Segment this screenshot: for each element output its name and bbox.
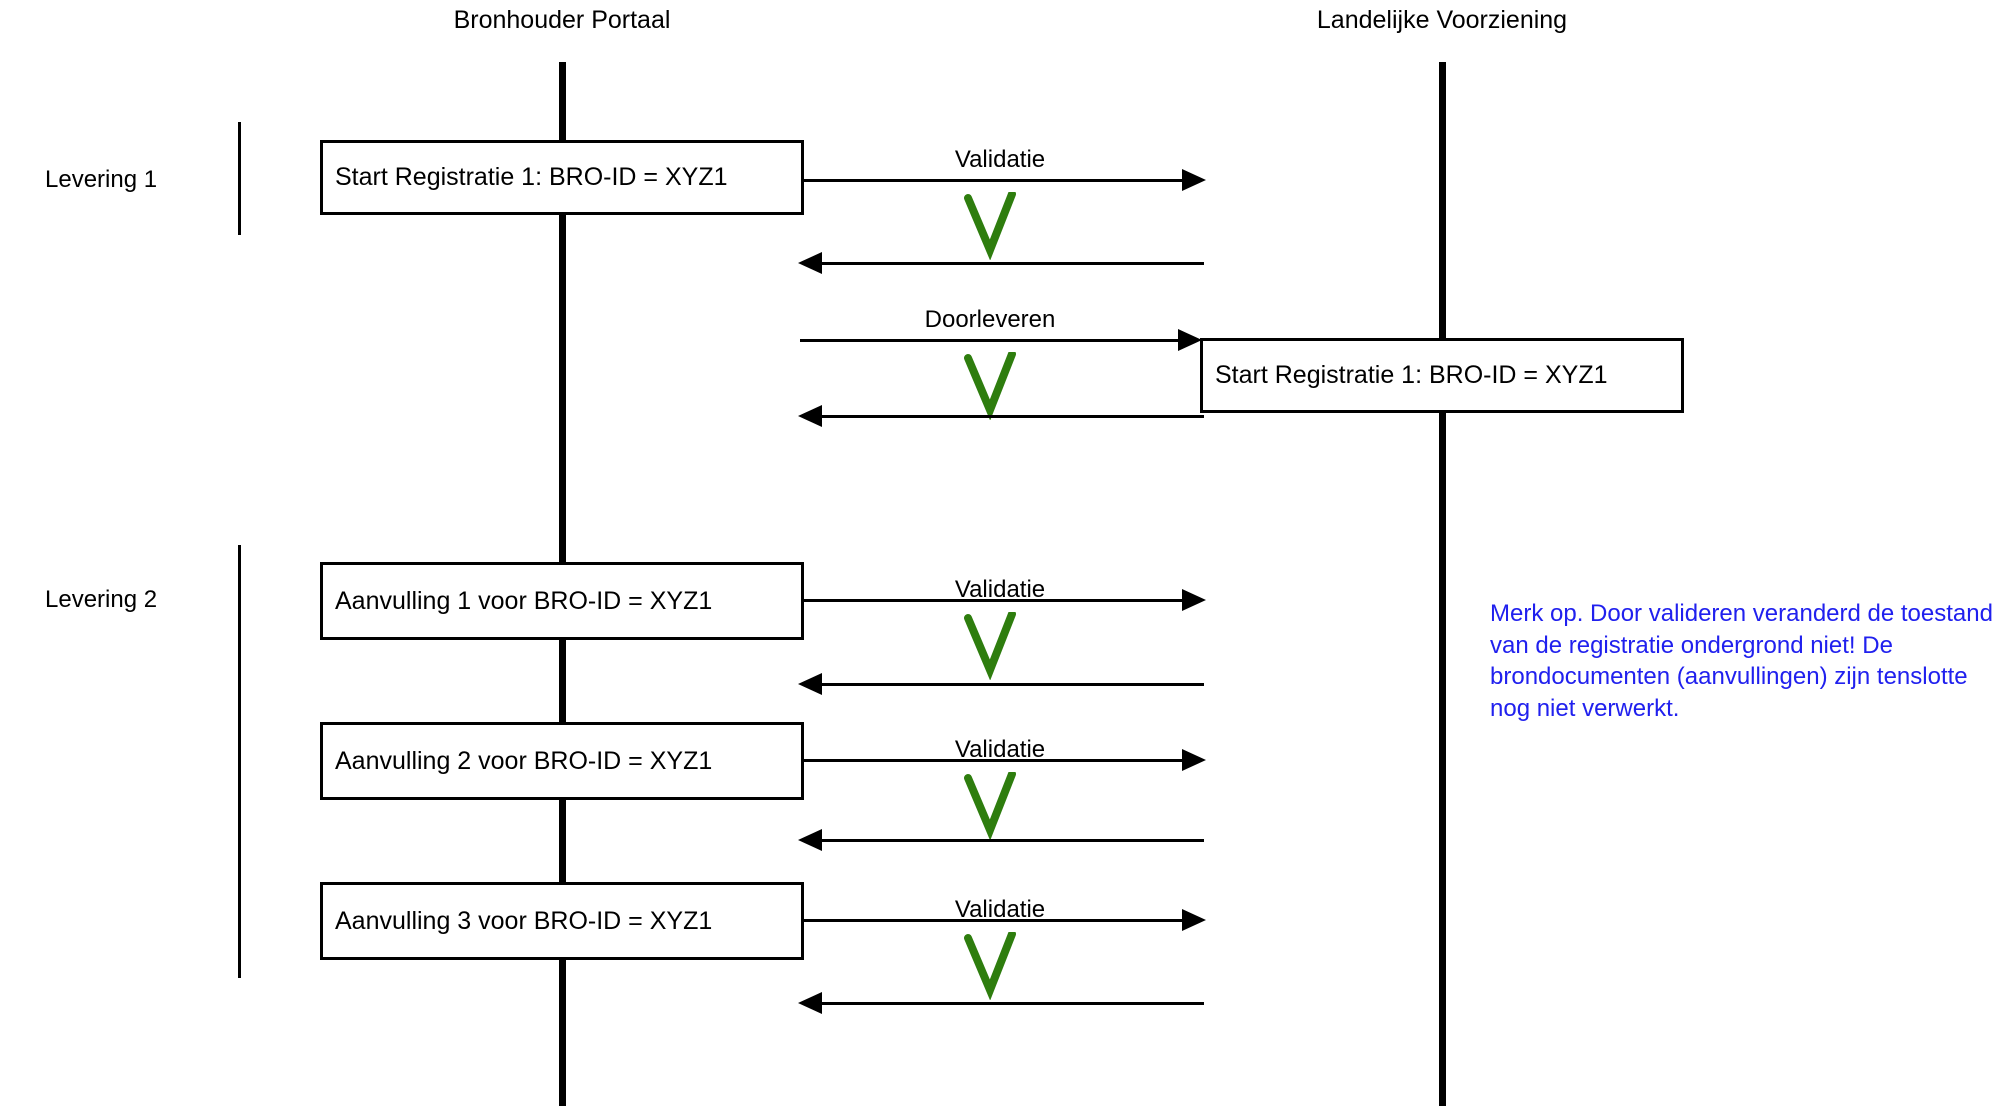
checkmark-validatie-3-icon <box>964 772 1016 840</box>
group-bracket-levering-1 <box>238 122 241 235</box>
box-aanvulling-2[interactable]: Aanvulling 2 voor BRO-ID = XYZ1 <box>320 722 804 800</box>
annotation-note: Merk op. Door valideren veranderd de toe… <box>1490 600 1993 723</box>
arrow-label-validatie-2: Validatie <box>954 576 1046 603</box>
arrow-line-validatie-1 <box>804 179 1182 182</box>
group-label-levering-1: Levering 1 <box>45 166 158 193</box>
box-start-registratie-voorziening[interactable]: Start Registratie 1: BRO-ID = XYZ1 <box>1200 338 1684 413</box>
arrow-label-validatie-3: Validatie <box>954 736 1046 763</box>
box-aanvulling-3-label: Aanvulling 3 voor BRO-ID = XYZ1 <box>335 906 713 935</box>
box-aanvulling-3[interactable]: Aanvulling 3 voor BRO-ID = XYZ1 <box>320 882 804 960</box>
arrow-head-return-2 <box>798 673 822 695</box>
group-label-levering-2: Levering 2 <box>45 586 158 613</box>
arrow-line-validatie-4 <box>804 919 1182 922</box>
checkmark-validatie-1-icon <box>964 192 1016 260</box>
box-aanvulling-1[interactable]: Aanvulling 1 voor BRO-ID = XYZ1 <box>320 562 804 640</box>
arrow-head-validatie-3 <box>1182 749 1206 771</box>
arrow-head-return-1 <box>798 252 822 274</box>
arrow-line-return-1 <box>822 262 1204 265</box>
group-bracket-levering-2 <box>238 545 241 978</box>
arrow-head-validatie-4 <box>1182 909 1206 931</box>
arrow-head-validatie-2 <box>1182 589 1206 611</box>
box-aanvulling-1-label: Aanvulling 1 voor BRO-ID = XYZ1 <box>335 586 713 615</box>
arrow-line-return-2 <box>822 683 1204 686</box>
arrow-head-return-doorleveren <box>798 405 822 427</box>
arrow-label-validatie-1: Validatie <box>954 146 1046 173</box>
checkmark-validatie-2-icon <box>964 612 1016 680</box>
arrow-line-validatie-3 <box>804 759 1182 762</box>
arrow-line-return-4 <box>822 1002 1204 1005</box>
lane-title-bronhouder-portaal: Bronhouder Portaal <box>453 6 671 34</box>
checkmark-validatie-4-icon <box>964 932 1016 1000</box>
box-start-registratie-portaal-label: Start Registratie 1: BRO-ID = XYZ1 <box>335 163 728 191</box>
arrow-head-validatie-1 <box>1182 169 1206 191</box>
arrow-line-doorleveren <box>800 339 1178 342</box>
arrow-head-return-3 <box>798 829 822 851</box>
checkmark-doorleveren-icon <box>964 352 1016 420</box>
box-aanvulling-2-label: Aanvulling 2 voor BRO-ID = XYZ1 <box>335 746 713 775</box>
box-start-registratie-portaal[interactable]: Start Registratie 1: BRO-ID = XYZ1 <box>320 140 804 215</box>
arrow-head-doorleveren <box>1178 329 1202 351</box>
box-start-registratie-voorziening-label: Start Registratie 1: BRO-ID = XYZ1 <box>1215 361 1608 389</box>
arrow-label-validatie-4: Validatie <box>954 896 1046 923</box>
arrow-line-return-3 <box>822 839 1204 842</box>
arrow-label-doorleveren: Doorleveren <box>924 306 1056 333</box>
lifeline-landelijke-voorziening <box>1439 62 1446 1106</box>
lane-title-landelijke-voorziening: Landelijke Voorziening <box>1316 6 1568 34</box>
arrow-head-return-4 <box>798 992 822 1014</box>
arrow-line-validatie-2 <box>804 599 1182 602</box>
arrow-line-return-doorleveren <box>822 415 1204 418</box>
